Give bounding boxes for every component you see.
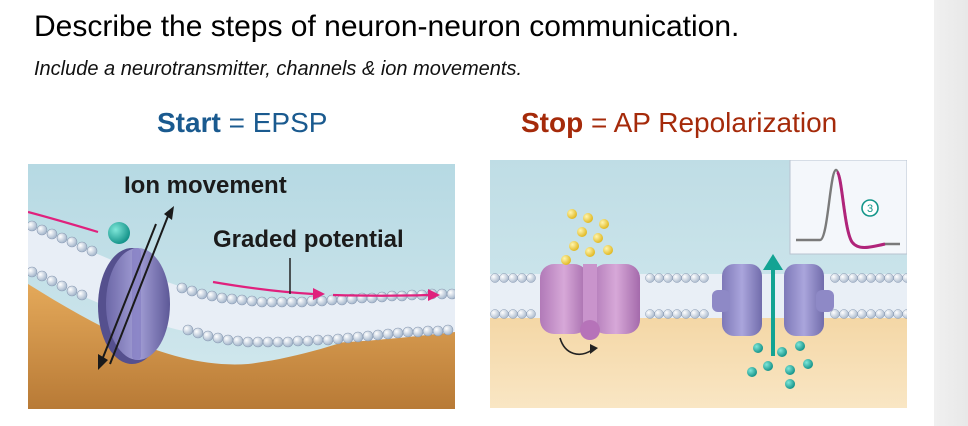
sodium-channel xyxy=(540,264,640,340)
start-label: Start = EPSP xyxy=(157,107,327,139)
epsp-diagram: Ion movement Graded potential xyxy=(28,164,455,409)
graded-potential-label: Graded potential xyxy=(213,226,404,253)
start-separator: = xyxy=(220,107,253,138)
slide-edge xyxy=(934,0,968,426)
stop-keyword: Stop xyxy=(521,107,584,138)
step-marker xyxy=(861,199,879,217)
ap-repolarization-segment xyxy=(835,170,886,249)
potassium-channel xyxy=(712,264,834,336)
start-keyword: Start xyxy=(157,107,221,138)
lipid-heads-bottom xyxy=(490,309,907,319)
step-marker-number: 3 xyxy=(867,203,873,215)
potassium-efflux-arrowhead xyxy=(763,254,783,270)
sodium-ions xyxy=(561,209,613,265)
stop-value: AP Repolarization xyxy=(613,107,838,138)
repolarization-illustration: 3 xyxy=(490,160,907,408)
current-arrowhead-1 xyxy=(313,288,325,300)
inactivation-gate-arrow xyxy=(559,337,593,355)
lipid-heads-top xyxy=(490,273,907,283)
cytoplasm xyxy=(28,284,455,409)
stop-separator: = xyxy=(583,107,614,138)
lipid-heads-top xyxy=(28,220,455,308)
current-arrowhead-2 xyxy=(428,289,440,301)
question-title: Describe the steps of neuron-neuron comm… xyxy=(34,10,740,43)
inactivation-gate-arrowhead xyxy=(590,344,598,354)
ion-movement-label: Ion movement xyxy=(124,172,287,199)
ion-arrowhead-in xyxy=(98,354,108,370)
start-value: EPSP xyxy=(252,107,328,138)
potassium-ions xyxy=(747,341,813,389)
current-arrow-1 xyxy=(212,280,314,296)
question-subtitle: Include a neurotransmitter, channels & i… xyxy=(34,58,523,80)
action-potential-inset: 3 xyxy=(789,160,907,255)
ion-arrow-out xyxy=(109,215,169,365)
ion-arrowhead-out xyxy=(164,206,174,220)
epsp-illustration xyxy=(28,164,455,409)
lipid-heads-bottom xyxy=(28,266,454,348)
repolarization-diagram: 3 xyxy=(490,160,907,408)
ion-particle xyxy=(108,222,130,244)
ion-arrow-in xyxy=(101,223,157,361)
current-arrow-2 xyxy=(332,293,429,297)
stop-label: Stop = AP Repolarization xyxy=(521,107,837,139)
current-arrow-left xyxy=(28,210,99,234)
